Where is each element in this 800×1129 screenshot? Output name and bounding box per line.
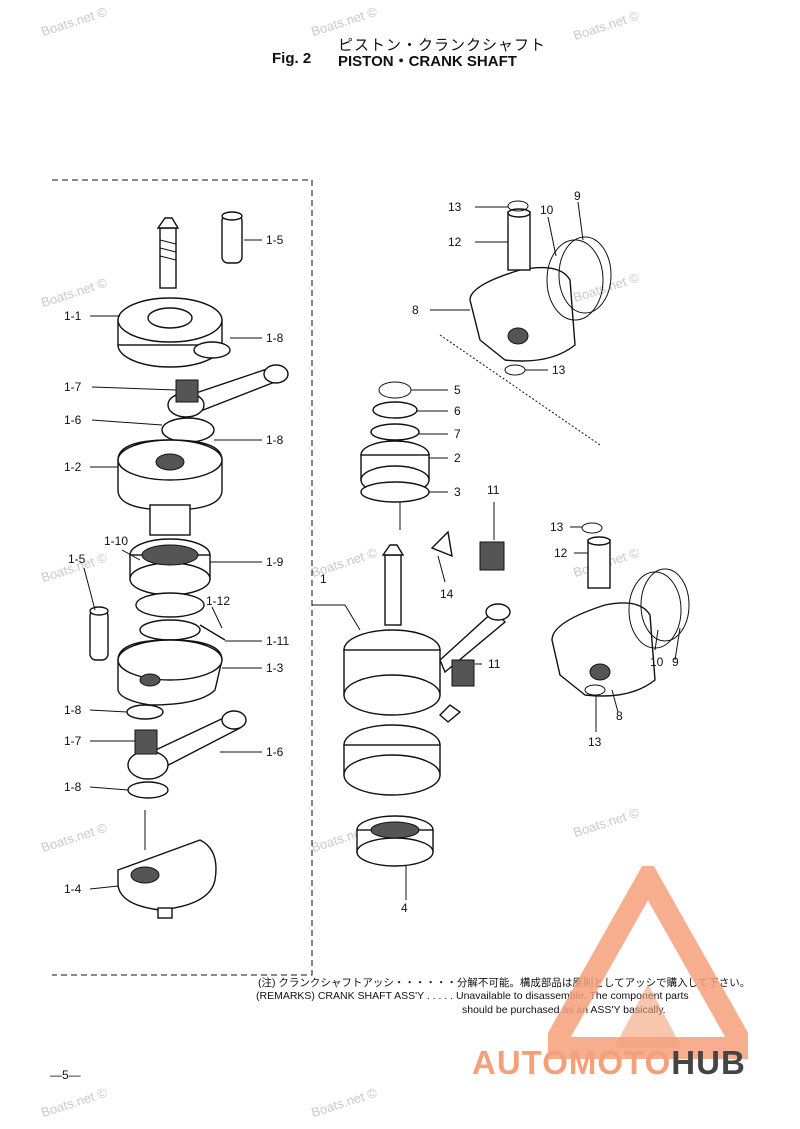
circlip [507, 200, 529, 212]
callout-1-8: 1-8 [266, 433, 284, 447]
callout-10: 10 [540, 203, 554, 217]
thrust-washer [126, 704, 164, 720]
crank-shaft-assembly [343, 544, 511, 796]
crank-web-upper [117, 297, 223, 368]
callout-11: 11 [487, 483, 500, 497]
needle-bearing [134, 729, 158, 755]
callout-3: 3 [454, 485, 461, 499]
callout-9: 9 [574, 189, 581, 203]
piston-lower [551, 602, 656, 697]
logo-part-2: HUB [671, 1044, 746, 1081]
seal-ring [139, 619, 201, 641]
crank-web-bottom [117, 839, 217, 919]
callout-12: 12 [448, 235, 462, 249]
callout-6: 6 [454, 404, 461, 418]
callout-10: 10 [650, 655, 664, 669]
callout-12: 12 [554, 546, 568, 560]
needle-bearing [175, 379, 199, 403]
circlip [584, 684, 606, 696]
alignment-line [439, 334, 601, 446]
remarks-japanese: (注) クランクシャフトアッシ・・・・・・分解不可能。構成部品は原則としてアッシ… [258, 977, 751, 989]
callout-8: 8 [616, 709, 623, 723]
assembly-dashed-box [52, 179, 313, 976]
logo: AUTOMOTOHUB [472, 1044, 746, 1082]
labyrinth-seal [135, 592, 205, 618]
woodruff-key [430, 530, 453, 558]
callout-8: 8 [412, 303, 419, 317]
figure-number: Fig. 2 [272, 50, 312, 67]
callout-4: 4 [401, 901, 408, 915]
callout-9: 9 [672, 655, 679, 669]
piston-upper [469, 266, 576, 362]
dowel-pin [89, 606, 109, 661]
title-japanese: ピストン・クランクシャフト [338, 37, 547, 54]
callout-11: 11 [488, 657, 501, 671]
callout-1-5: 1-5 [266, 233, 284, 247]
callout-1-3: 1-3 [266, 661, 284, 675]
callout-1-6: 1-6 [266, 745, 284, 759]
pin [199, 624, 226, 641]
callout-1-9: 1-9 [266, 555, 284, 569]
crank-shaft-upper-shaft [156, 217, 180, 289]
needle-bearing [479, 541, 505, 571]
callout-1-8: 1-8 [64, 780, 82, 794]
callout-1-11: 1-11 [266, 634, 289, 648]
callout-1-5: 1-5 [68, 552, 86, 566]
logo-part-1: AUTOMOTO [472, 1044, 672, 1081]
callout-1-6: 1-6 [64, 413, 82, 427]
center-bearing [129, 538, 211, 596]
callout-1-8: 1-8 [266, 331, 284, 345]
callout-1: 1 [320, 572, 327, 586]
callout-13: 13 [448, 200, 462, 214]
circlip [581, 522, 603, 534]
callout-1-10: 1-10 [104, 534, 128, 548]
thrust-washer [193, 341, 231, 359]
piston-rings-upper [546, 236, 612, 321]
logo-mark [548, 866, 748, 1059]
piston-pin-upper [507, 208, 531, 271]
callout-13: 13 [552, 363, 566, 377]
callout-1-1: 1-1 [64, 309, 82, 323]
callout-13: 13 [588, 735, 602, 749]
crank-pin-upper [221, 211, 243, 264]
callout-1-7: 1-7 [64, 734, 82, 748]
title-english: PISTON・CRANK SHAFT [338, 53, 517, 70]
callout-2: 2 [454, 451, 461, 465]
callout-1-12: 1-12 [206, 594, 230, 608]
leader-lines [83, 201, 681, 900]
callout-7: 7 [454, 427, 461, 441]
thrust-washer [127, 781, 169, 799]
connecting-rod-lower [127, 710, 247, 780]
crank-pin-ring [161, 417, 215, 443]
callout-1-8: 1-8 [64, 703, 82, 717]
callout-1-2: 1-2 [64, 460, 82, 474]
page-number: —5— [50, 1068, 81, 1082]
callout-14: 14 [440, 587, 454, 601]
callout-13: 13 [550, 520, 564, 534]
callout-1-7: 1-7 [64, 380, 82, 394]
main-bearing-top [360, 381, 430, 503]
crank-web-lower [117, 639, 223, 706]
crank-web-middle [117, 439, 223, 511]
piston-pin-lower [587, 536, 611, 589]
center-shaft [149, 504, 191, 536]
main-bearing-bottom [356, 815, 434, 867]
circlip [504, 364, 526, 376]
needle-bearing [451, 659, 475, 687]
callout-1-4: 1-4 [64, 882, 82, 896]
callout-5: 5 [454, 383, 461, 397]
